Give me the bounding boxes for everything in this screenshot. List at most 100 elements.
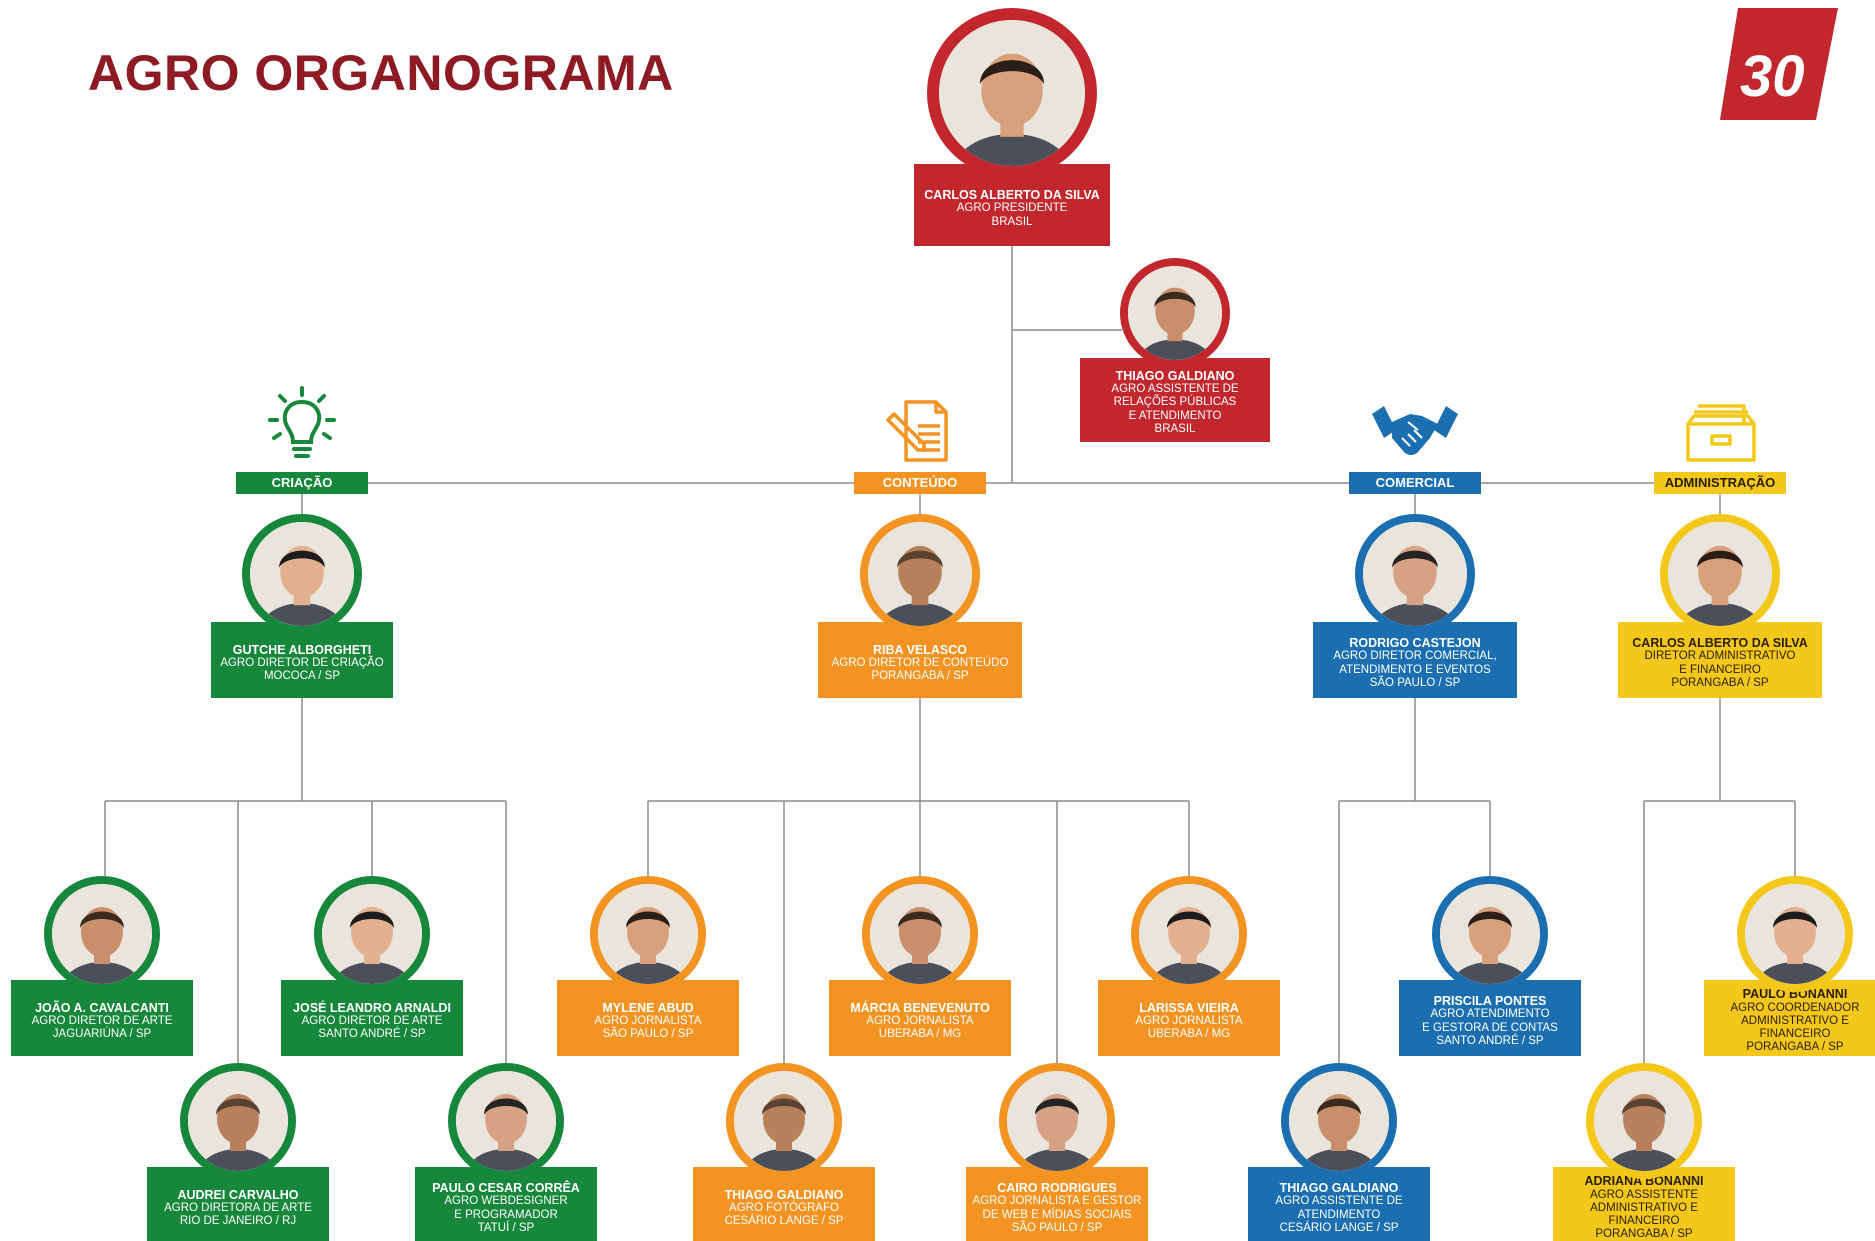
person-name: THIAGO GALDIANO	[1279, 1180, 1399, 1195]
person-name: PAULO BONANNI	[1742, 987, 1848, 1002]
portrait-photo	[1131, 876, 1247, 992]
person-role-line: AGRO JORNALISTA	[594, 1014, 702, 1027]
person-role-line: AGRO WEBDESIGNER	[444, 1195, 568, 1208]
person-name: GUTCHE ALBORGHETI	[232, 642, 372, 657]
person-role-line: SÃO PAULO / SP	[1011, 1221, 1103, 1234]
file-cabinet-icon	[1686, 404, 1756, 462]
portrait-photo	[860, 514, 980, 634]
person-role-line: AGRO DIRETOR COMERCIAL,	[1333, 650, 1497, 663]
person-role-line: AGRO DIRETOR DE CONTEÚDO	[831, 656, 1009, 669]
person-role-line: DIRETOR ADMINISTRATIVO	[1644, 650, 1796, 663]
portrait-photo	[242, 514, 362, 634]
handshake-icon	[1372, 406, 1458, 455]
logo-number: 30	[1740, 44, 1805, 109]
person-role-line: ADMINISTRATIVO E FINANCEIRO	[1741, 1014, 1849, 1041]
person-role-line: JAGUARIÚNA / SP	[52, 1028, 152, 1041]
person-role-line: ADMINISTRATIVO E FINANCEIRO	[1590, 1201, 1698, 1228]
person-role-line: RIO DE JANEIRO / RJ	[179, 1215, 297, 1228]
person-role-line: BRASIL	[1154, 422, 1196, 435]
portrait-photo	[590, 876, 706, 992]
dept-label-criacao: CRIAÇÃO	[236, 472, 368, 494]
portrait-photo	[726, 1063, 842, 1179]
person-role-line: E ATENDIMENTO	[1128, 409, 1222, 422]
person-role-line: PORANGABA / SP	[1671, 676, 1769, 689]
dept-label-administracao: ADMINISTRAÇÃO	[1654, 472, 1786, 494]
person-name: CARLOS ALBERTO DA SILVA	[1632, 635, 1808, 650]
person-role-line: AGRO JORNALISTA	[1135, 1014, 1243, 1027]
logo-word: anos	[1770, 101, 1813, 123]
person-name: PAULO CESAR CORRÊA	[432, 1180, 580, 1195]
person-role-line: UBERABA / MG	[878, 1028, 962, 1041]
document-pencil-icon	[886, 400, 948, 462]
person-role-line: AGRO DIRETOR DE ARTE	[31, 1014, 173, 1027]
portrait-photo	[1281, 1063, 1397, 1179]
person-name: ADRIANA BONANNI	[1584, 1174, 1704, 1189]
portrait-photo	[1355, 514, 1475, 634]
person-role-line: SÃO PAULO / SP	[602, 1028, 694, 1041]
person-role-line: SANTO ANDRÉ / SP	[318, 1028, 426, 1041]
person-role-line: AGRO FOTÓGRAFO	[729, 1201, 839, 1214]
lightbulb-icon	[268, 386, 336, 458]
person-name: CAIRO RODRIGUES	[997, 1180, 1117, 1195]
person-name: RIBA VELASCO	[873, 642, 967, 657]
person-role-line: DE WEB E MÍDIAS SOCIAIS	[982, 1208, 1132, 1221]
person-role-line: E PROGRAMADOR	[454, 1208, 558, 1221]
person-name: THIAGO GALDIANO	[1115, 368, 1235, 383]
person-name: JOÃO A. CAVALCANTI	[35, 1000, 169, 1015]
person-role-line: AGRO ASSISTENTE	[1590, 1188, 1698, 1201]
person-role-line: TATUÍ / SP	[477, 1221, 535, 1234]
person-role-line: BRASIL	[991, 215, 1033, 228]
person-role-line: AGRO DIRETOR DE ARTE	[301, 1014, 443, 1027]
person-name: LARISSA VIEIRA	[1139, 1000, 1239, 1015]
dept-label-comercial: COMERCIAL	[1349, 472, 1481, 494]
portrait-photo	[448, 1063, 564, 1179]
portrait-photo	[1737, 876, 1853, 992]
portrait-photo	[999, 1063, 1115, 1179]
portrait-photo	[180, 1063, 296, 1179]
person-role-line: UBERABA / MG	[1147, 1028, 1231, 1041]
person-role-line: AGRO COORDENADOR	[1730, 1001, 1860, 1014]
person-role-line: AGRO ASSISTENTE DE	[1111, 383, 1239, 396]
person-name: MYLENE ABUD	[602, 1000, 694, 1015]
portrait-photo	[862, 876, 978, 992]
person-role-line: ATENDIMENTO E EVENTOS	[1339, 663, 1491, 676]
page-title: AGRO ORGANOGRAMA	[88, 45, 674, 101]
person-name: PRISCILA PONTES	[1433, 993, 1547, 1008]
portrait-photo	[1120, 258, 1230, 368]
portrait-photo	[1660, 514, 1780, 634]
person-role-line: PORANGABA / SP	[1595, 1228, 1693, 1241]
person-name: AUDREI CARVALHO	[177, 1187, 299, 1202]
person-role-line: AGRO JORNALISTA E GESTOR	[972, 1195, 1142, 1208]
person-role-line: PORANGABA / SP	[871, 670, 969, 683]
person-role-line: AGRO DIRETORA DE ARTE	[164, 1201, 312, 1214]
person-role-line: PORANGABA / SP	[1746, 1041, 1844, 1054]
